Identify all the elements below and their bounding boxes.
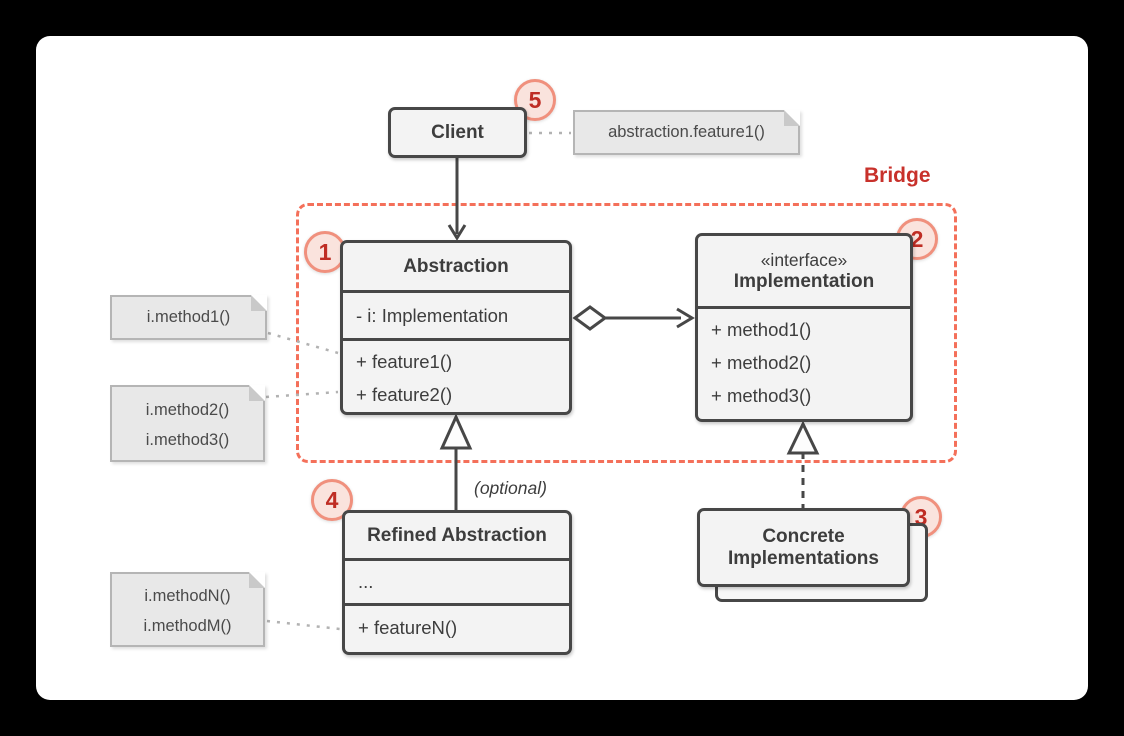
implementation-method1: + method1(): [711, 319, 812, 340]
method23-note-line1: i.method2(): [145, 401, 230, 419]
implementation-method2: + method2(): [711, 352, 812, 373]
implementation-title: Implementation: [733, 270, 875, 292]
method23-note: i.method2() i.method3(): [110, 385, 265, 462]
badge-client: 5: [514, 79, 556, 121]
abstraction-methods: + feature1() + feature2(): [343, 338, 569, 412]
refined-abstraction-method: + featureN(): [345, 603, 569, 649]
method1-note-text: i.method1(): [146, 308, 231, 326]
implementation-interface-box: «interface» Implementation + method1() +…: [695, 233, 913, 422]
note-method1-connector: [267, 331, 339, 355]
client-call-note-text: abstraction.feature1(): [608, 123, 765, 141]
abstraction-method-feature1: + feature1(): [356, 351, 453, 372]
methodnm-note-line2: i.methodM(): [143, 617, 232, 635]
client-arrowhead-icon: [447, 224, 467, 241]
badge-abstraction: 1: [304, 231, 346, 273]
note-methodnm-connector: [266, 619, 341, 631]
implementation-stereotype: «interface»: [760, 249, 848, 270]
bridge-boundary-box: [296, 203, 957, 463]
client-class-box: Client: [388, 107, 527, 158]
methodnm-note: i.methodN() i.methodM(): [110, 572, 265, 647]
client-title: Client: [431, 121, 484, 143]
concrete-implementations-title-line2: Implementations: [728, 547, 879, 569]
abstraction-class-box: Abstraction - i: Implementation + featur…: [340, 240, 572, 415]
method1-note: i.method1(): [110, 295, 267, 340]
bridge-pattern-label: Bridge: [864, 164, 931, 187]
refined-abstraction-attribute: ...: [345, 558, 569, 603]
abstraction-method-feature2: + feature2(): [356, 384, 453, 405]
abstraction-title: Abstraction: [403, 255, 509, 277]
abstraction-attribute: - i: Implementation: [343, 290, 569, 338]
aggregation-arrowhead-icon: [676, 307, 695, 329]
method23-note-line2: i.method3(): [145, 431, 230, 449]
refined-inheritance-triangle-icon: [439, 413, 473, 450]
concrete-implementations-box: Concrete Implementations: [697, 508, 910, 587]
methodnm-note-line1: i.methodN(): [144, 587, 231, 605]
optional-label: (optional): [474, 478, 547, 498]
concrete-implementations-title-line1: Concrete: [762, 525, 845, 547]
aggregation-diamond-icon: [572, 305, 608, 331]
implementation-title-block: «interface» Implementation: [698, 236, 910, 306]
implementation-methods: + method1() + method2() + method3(): [698, 306, 910, 416]
client-call-note: abstraction.feature1(): [573, 110, 800, 155]
refined-abstraction-class-box: Refined Abstraction ... + featureN(): [342, 510, 572, 655]
concrete-inheritance-triangle-icon: [786, 420, 820, 455]
refined-abstraction-title: Refined Abstraction: [367, 524, 547, 546]
note-method23-connector: [265, 390, 339, 399]
implementation-method3: + method3(): [711, 385, 812, 406]
